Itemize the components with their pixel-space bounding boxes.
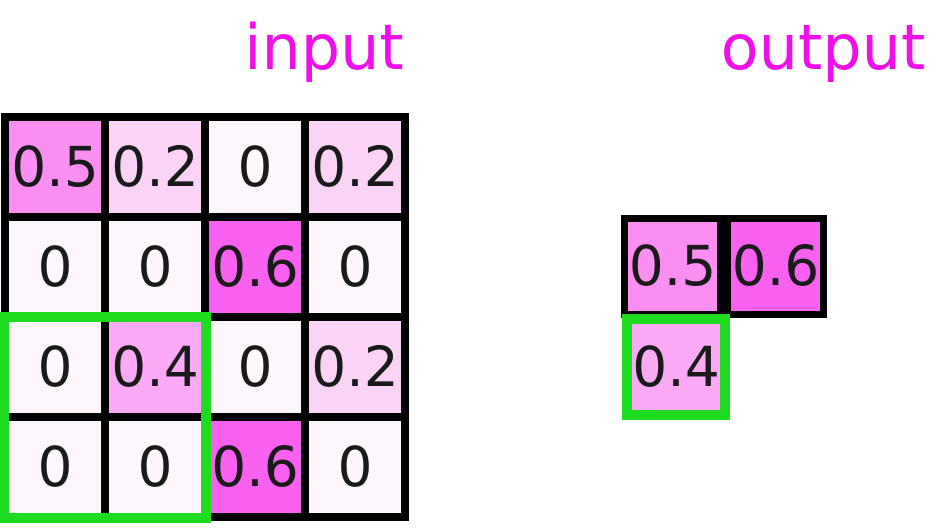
input-cell-r2c2: 0 xyxy=(205,317,305,417)
output-cell-r0c1: 0.6 xyxy=(724,215,827,318)
pooling-window-highlight xyxy=(0,312,211,523)
input-cell-r2c3: 0.2 xyxy=(305,317,405,417)
input-cell-r3c3: 0 xyxy=(305,417,405,517)
output-cell-r0c0: 0.5 xyxy=(621,215,724,318)
input-cell-r0c0: 0.5 xyxy=(5,117,105,217)
input-cell-r0c1: 0.2 xyxy=(105,117,205,217)
input-cell-r1c3: 0 xyxy=(305,217,405,317)
input-cell-r1c2: 0.6 xyxy=(205,217,305,317)
input-cell-r2c1: 0.4 xyxy=(105,317,205,417)
input-cell-r0c2: 0 xyxy=(205,117,305,217)
output-grid-title: output xyxy=(720,11,926,84)
input-cell-r3c2: 0.6 xyxy=(205,417,305,517)
input-grid-title: input xyxy=(244,11,404,84)
output-cell-r1c0-highlighted: 0.4 xyxy=(622,314,730,420)
input-cell-r1c1: 0 xyxy=(105,217,205,317)
input-grid: 0.5 0.2 0 0.2 0 0 0.6 0 0 0.4 0 0.2 0 0 … xyxy=(1,113,409,521)
input-cell-r0c3: 0.2 xyxy=(305,117,405,217)
input-cell-r1c0: 0 xyxy=(5,217,105,317)
